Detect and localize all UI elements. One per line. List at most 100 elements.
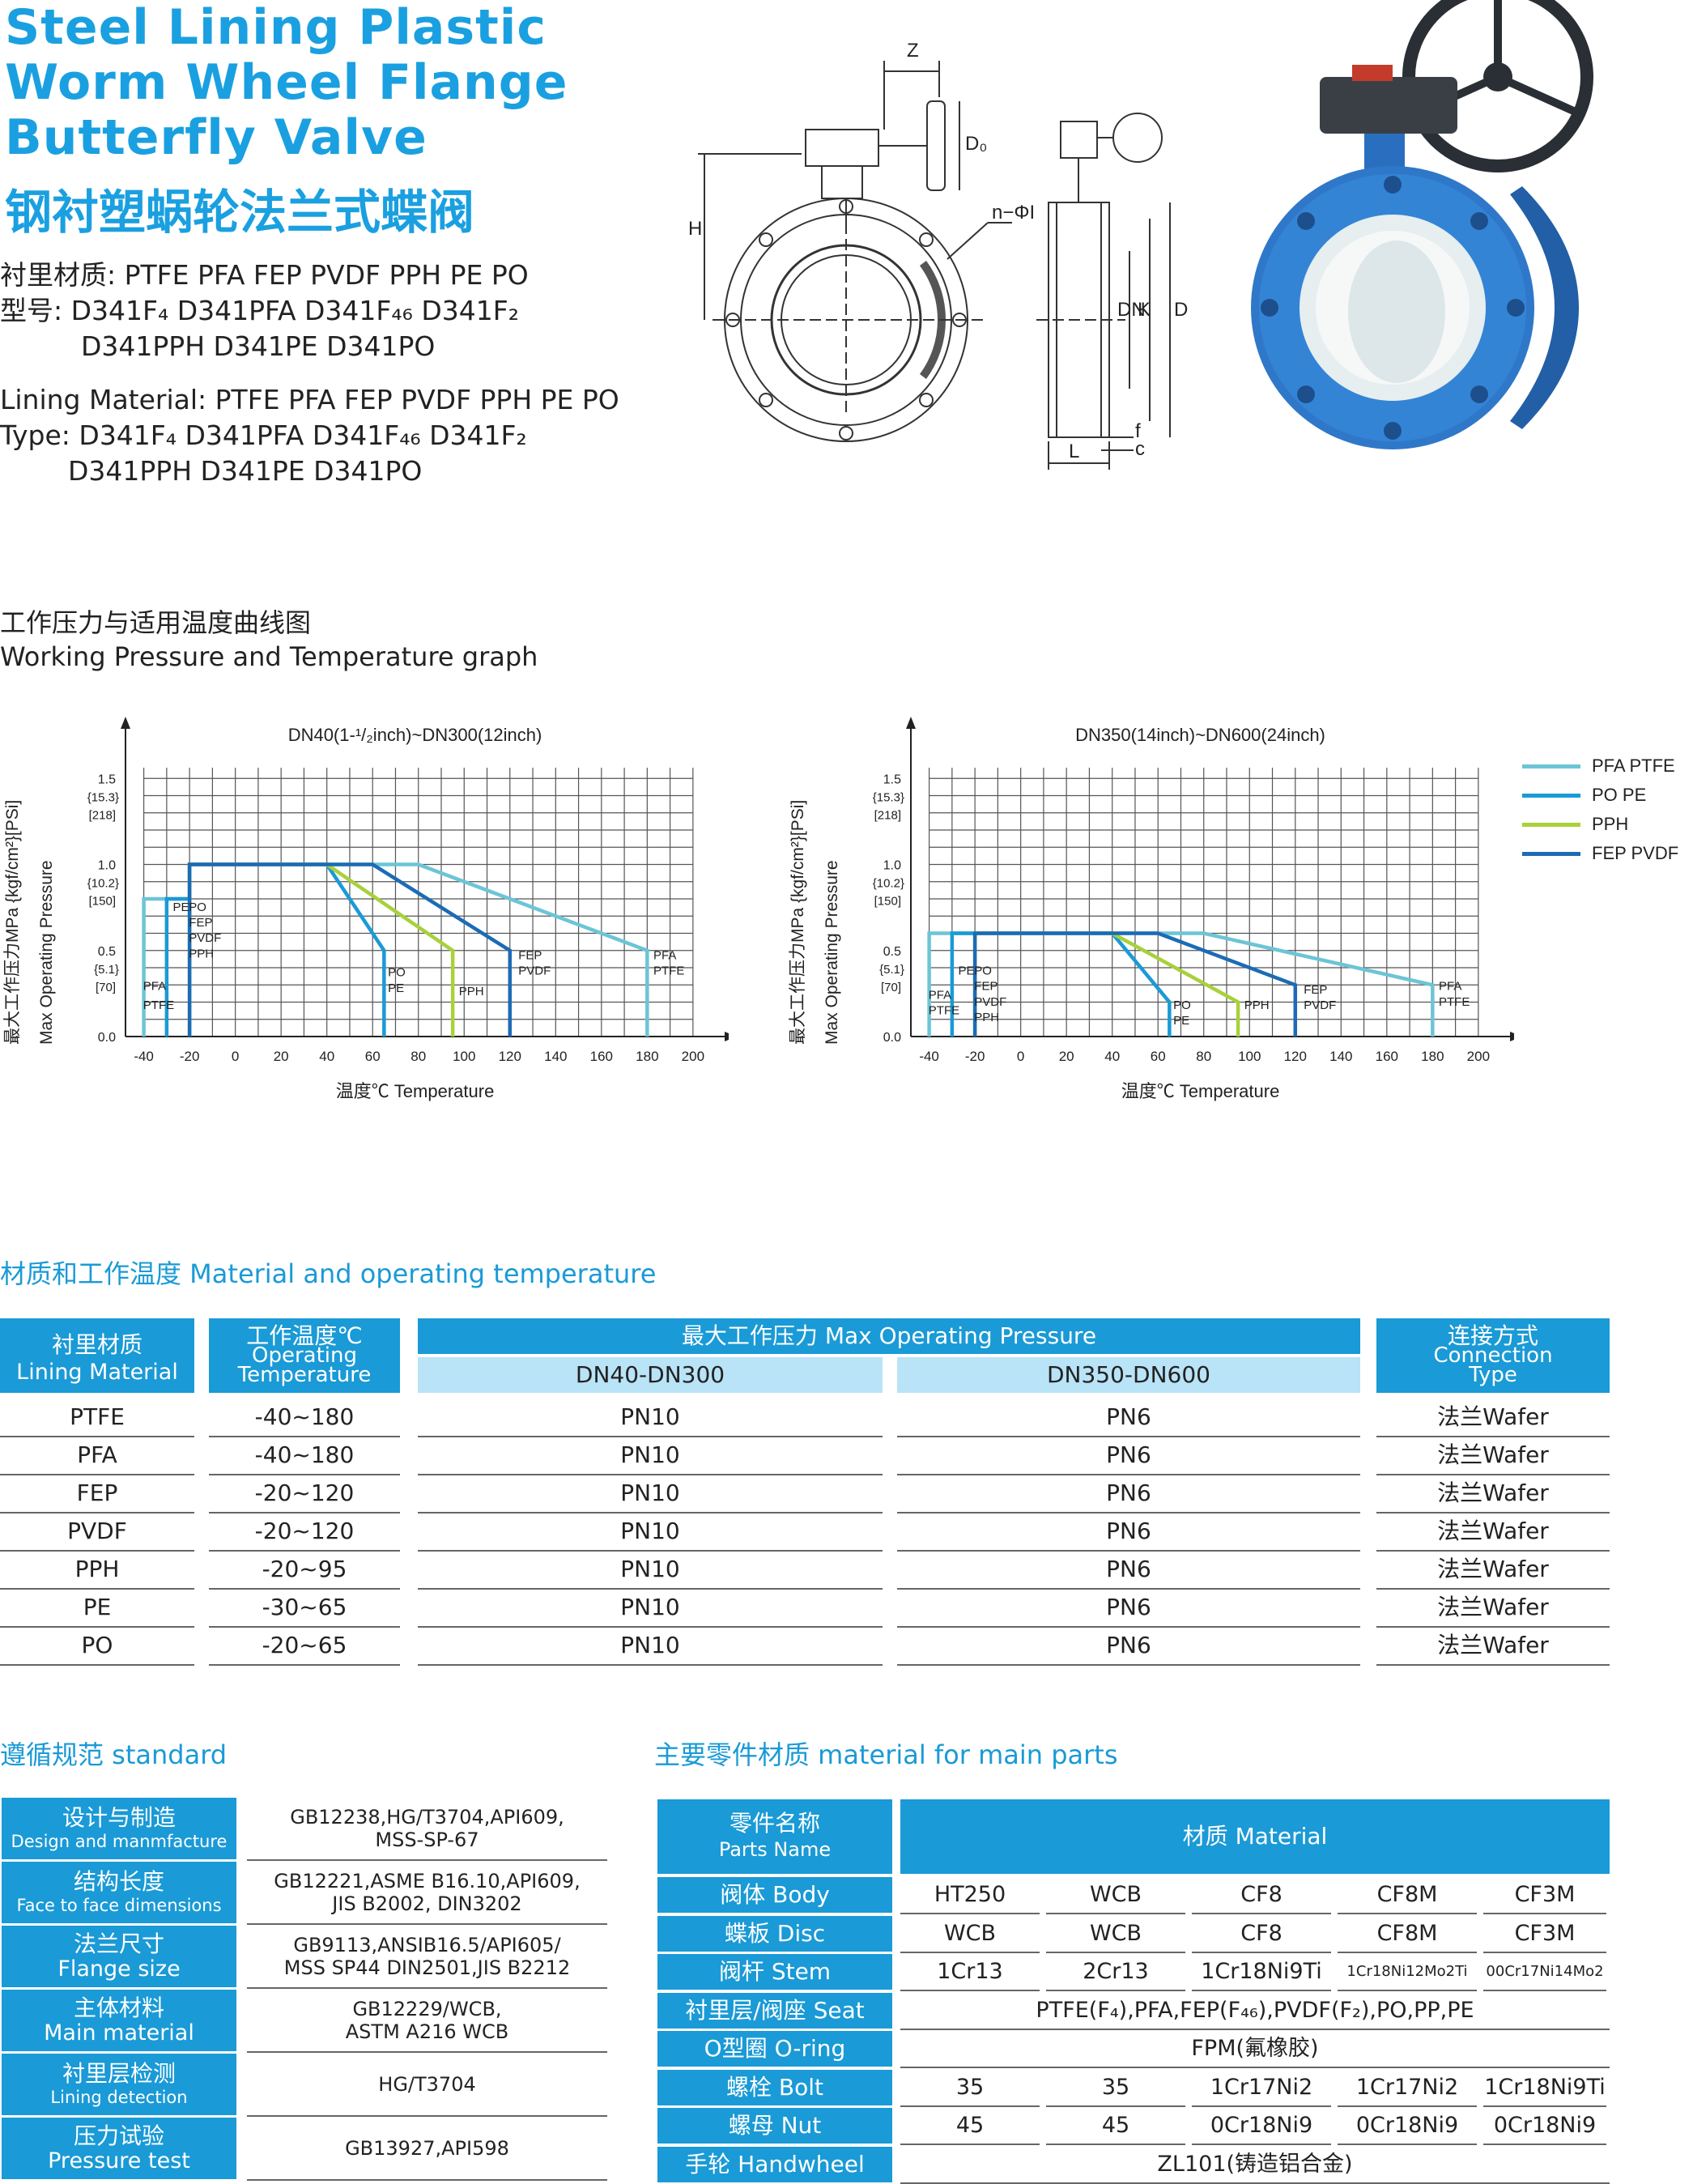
table-cell: PN10 [620,1479,680,1506]
x-axis-label: 温度℃ Temperature [1121,1081,1280,1101]
row-divider [418,1512,883,1513]
table-cell: 法兰Wafer [1437,1632,1549,1658]
standard-label-en: Flange size [57,1956,181,1982]
mt-header-temp: 工作温度℃ Operating Temperature [209,1318,400,1393]
standard-label-cn: 主体材料 [73,1995,164,2021]
mt-header-pressure: 最大工作压力 Max Operating Pressure [418,1318,1360,1354]
x-tick-label: 80 [1196,1049,1211,1064]
parts-value-span: PTFE(F₄),PFA,FEP(F₄₆),PVDF(F₂),PO,PP,PE [900,1993,1610,2030]
table-cell: PN6 [1106,1518,1151,1544]
series-annotation: PFA [1439,980,1461,994]
table-cell: PN10 [620,1632,680,1658]
y-tick-label: 0.0 [883,1031,901,1045]
series-annotation: PTFE [653,964,684,978]
dim-d0-label: D₀ [965,133,987,155]
graph-title-cn: 工作压力与适用温度曲线图 [0,607,312,638]
spec-type-cn-1: 型号: D341F₄ D341PFA D341F₄₆ D341F₂ [0,295,519,326]
parts-value: 2Cr13 [1046,1954,1185,1991]
table-cell: PE [83,1594,112,1620]
y-tick-psi-label: [150] [89,895,116,909]
row-divider [418,1436,883,1437]
row-divider [1376,1474,1610,1475]
legend-item: PFA PTFE [1522,751,1692,781]
dim-k-label: K [1138,299,1151,321]
parts-value: 45 [900,2108,1040,2145]
row-divider [897,1588,1360,1590]
parts-row-name: 蝶板 Disc [657,1915,892,1952]
mt-header-lining-cn: 衬里材质 [51,1330,143,1358]
row-divider [0,1664,194,1666]
parts-row-name: 螺母 Nut [657,2108,892,2144]
legend-label: PFA PTFE [1592,756,1675,776]
parts-value: 0Cr18Ni9 [1192,2108,1331,2145]
table-cell: PFA [77,1441,117,1468]
parts-section-title: 主要零件材质 material for main parts [654,1739,1118,1770]
row-divider [897,1474,1360,1475]
parts-value: 1Cr18Ni9Ti [1192,1954,1331,1991]
row-divider [418,1664,883,1666]
y-tick-psi-label: [218] [89,808,116,822]
table-cell: FEP [76,1479,118,1506]
mt-header-temp-en2: Temperature [237,1363,372,1387]
parts-row-name: 阀体 Body [657,1877,892,1913]
title-line: Steel Lining Plastic [5,0,547,56]
legend-swatch [1522,764,1580,768]
row-divider [0,1512,194,1513]
series-annotation: PE [959,964,975,978]
y-tick-psi-label: [150] [874,895,901,909]
row-divider [209,1512,400,1513]
table-cell: PN6 [1106,1594,1151,1620]
y-axis-label-en: Max Operating Pressure [37,860,56,1045]
y-axis-label-cn: 最大工作压力MPa {kgf/cm²}[PSi] [789,800,807,1045]
row-divider [209,1550,400,1552]
series-annotation: PVDF [1304,998,1336,1012]
row-divider [418,1550,883,1552]
x-tick-label: 60 [1151,1049,1166,1064]
x-tick-label: 140 [1329,1049,1352,1064]
standard-value: GB12229/WCB, ASTM A216 WCB [247,1990,607,2053]
parts-row-name: 螺栓 Bolt [657,2069,892,2105]
parts-value: 1Cr18Ni9Ti [1483,2070,1606,2107]
row-divider [0,1626,194,1628]
x-axis-arrow [1510,1032,1514,1041]
series-annotation: PPH [459,985,484,998]
table-cell: -20~120 [254,1518,355,1544]
y-tick-label: 1.5 [883,773,901,786]
y-tick-label: 1.0 [883,859,901,873]
table-cell: PN6 [1106,1556,1151,1582]
standard-label-cn: 压力试验 [73,2122,164,2149]
table-cell: -40~180 [254,1403,355,1430]
x-tick-label: 200 [1467,1049,1490,1064]
y-tick-psi-label: [70] [881,981,901,994]
parts-value: 35 [900,2070,1040,2107]
parts-value: HT250 [900,1877,1040,1914]
x-axis-label: 温度℃ Temperature [336,1081,495,1101]
y-axis-label-en: Max Operating Pressure [823,860,841,1045]
row-divider [1376,1664,1610,1666]
chart-title: DN40(1-¹/₂inch)~DN300(12inch) [288,725,542,745]
row-divider [1376,1550,1610,1552]
parts-row-name: 衬里层/阀座 Seat [657,1992,892,2029]
standard-section-title: 遵循规范 standard [0,1739,228,1770]
parts-value: CF8M [1338,1877,1477,1914]
legend-item: PPH [1522,810,1692,839]
parts-value: 35 [1046,2070,1185,2107]
table-cell: -20~95 [262,1556,347,1582]
chart-title: DN350(14inch)~DN600(24inch) [1075,725,1325,745]
x-tick-label: -20 [965,1049,985,1064]
valve-photo [1251,0,1593,449]
table-cell: PN6 [1106,1479,1151,1506]
table-cell: 法兰Wafer [1437,1518,1549,1544]
y-tick-kgf-label: {5.1} [879,963,904,977]
y-tick-label: 0.5 [883,945,901,959]
series-annotation: PE [388,981,404,995]
standard-value: GB12221,ASME B16.10,API609, JIS B2002, D… [247,1862,607,1925]
